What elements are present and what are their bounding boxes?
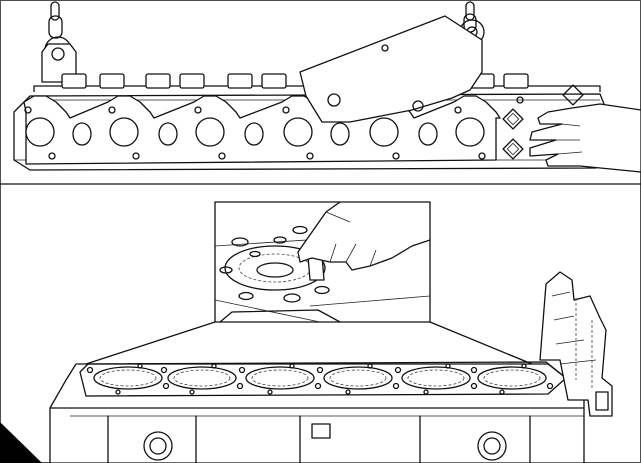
gasket-bolt-hole: [392, 382, 400, 390]
gasket-bolt-hole: [162, 382, 170, 390]
gasket-bore: [323, 366, 393, 390]
deck-boss: [99, 73, 125, 89]
intake-port: [72, 122, 92, 146]
gasket-coolant-hole: [115, 389, 121, 395]
deck-boss: [61, 73, 87, 89]
exhaust-port: [369, 117, 399, 147]
intake-port: [418, 122, 438, 146]
gasket-coolant-hole: [423, 389, 429, 395]
gasket-bore-bead: [251, 369, 309, 387]
flange-stud-hole: [392, 152, 400, 160]
gasket-coolant-hole: [367, 363, 373, 369]
gasket-bolt-hole: [314, 382, 322, 390]
gasket-coolant-hole: [267, 389, 273, 395]
gasket-coolant-hole: [521, 363, 527, 369]
flange-stud-hole: [24, 106, 32, 114]
gasket-bolt-hole: [470, 366, 478, 374]
gasket-coolant-hole: [211, 363, 217, 369]
intake-port: [244, 122, 264, 146]
gasket-coolant-hole: [499, 389, 505, 395]
gasket-coolant-hole: [189, 389, 195, 395]
deck-boss: [179, 73, 205, 89]
lifting-cylinder-head-panel: [13, 1, 641, 173]
gasket-coolant-hole: [289, 363, 295, 369]
exhaust-port: [109, 117, 139, 147]
engine-block: [49, 363, 585, 463]
gasket-bore-bead: [483, 369, 541, 387]
gasket-bore-bead: [329, 369, 387, 387]
gasket-bolt-hole: [86, 366, 94, 374]
gasket-coolant-hole: [445, 363, 451, 369]
block-ribs: [107, 415, 531, 463]
flange-stud-hole: [478, 152, 486, 160]
deck-boss: [145, 73, 171, 89]
gasket-bolt-hole: [316, 366, 324, 374]
gasket-coolant-hole: [345, 389, 351, 395]
intake-port: [330, 122, 350, 146]
lifting-plate-right: [299, 15, 483, 123]
gasket-bolt-hole: [236, 382, 244, 390]
gasket-cylinder-openings: [86, 363, 554, 395]
gasket-bolt-hole: [546, 382, 554, 390]
gasket-bore: [167, 366, 237, 390]
flange-stud-hole: [218, 152, 226, 160]
flange-stud-hole: [194, 106, 202, 114]
gasket-coolant-hole: [137, 363, 143, 369]
gasket-bolt-hole: [238, 366, 246, 374]
head-gasket-panel: [0, 201, 613, 463]
gasket-bore: [401, 366, 471, 390]
deck-boss: [227, 73, 253, 89]
gasket-bolt-hole: [160, 366, 168, 374]
gasket-bore-bead: [173, 369, 231, 387]
flange-stud-hole: [132, 152, 140, 160]
gasket-bolt-hole: [470, 382, 478, 390]
gasket-bore: [477, 366, 547, 390]
callout-line-left: [85, 321, 216, 365]
head-end-bolts: [502, 84, 584, 160]
gasket-bolt-hole: [394, 366, 402, 374]
gasket-bore-bead: [99, 369, 157, 387]
inset-cylinder-ring: [224, 245, 326, 291]
flange-stud-hole: [454, 106, 462, 114]
technician-hand-top: [529, 103, 641, 173]
gasket-bore: [93, 366, 163, 390]
flange-stud-hole: [306, 152, 314, 160]
intake-port: [158, 122, 178, 146]
flange-stud-hole: [282, 106, 290, 114]
deck-boss: [261, 73, 287, 89]
gasket-bore: [245, 366, 315, 390]
exhaust-port: [25, 117, 55, 147]
detail-inset: [214, 201, 431, 323]
deck-boss: [503, 73, 529, 89]
exhaust-port: [195, 117, 225, 147]
manifold-ports: [24, 106, 486, 160]
exhaust-port: [455, 117, 485, 147]
gasket-bore-bead: [407, 369, 465, 387]
corner-mark: [0, 422, 42, 463]
exhaust-port: [283, 117, 313, 147]
flange-stud-hole: [108, 106, 116, 114]
block-bores: [143, 431, 507, 461]
flange-stud-hole: [48, 152, 56, 160]
